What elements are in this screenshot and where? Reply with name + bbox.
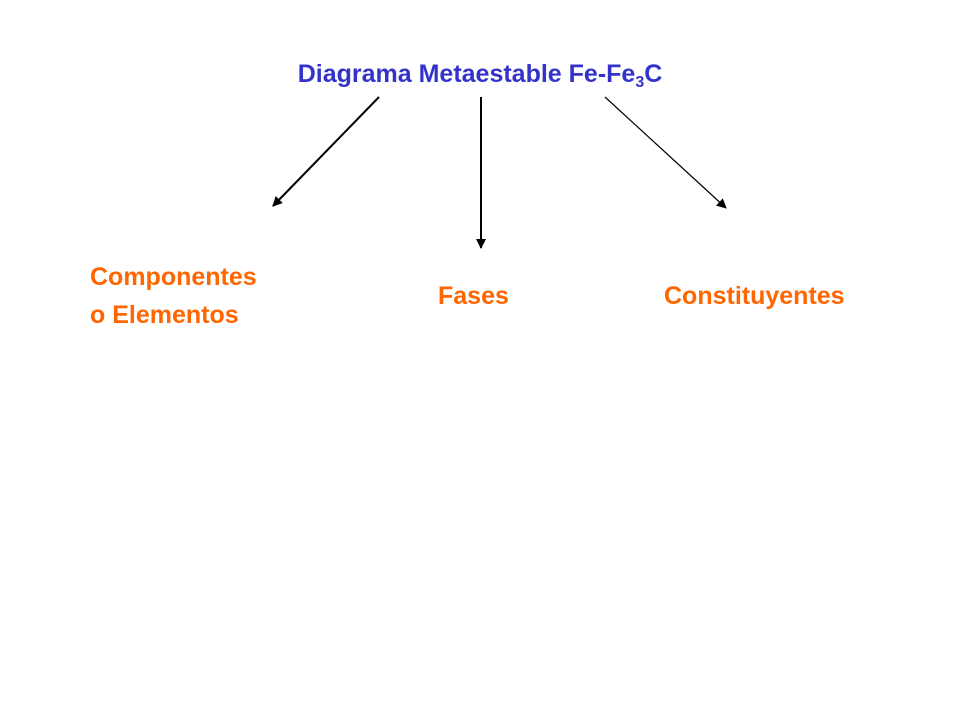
node-constituents-label: Constituyentes (664, 282, 845, 310)
arrow-to-constituents (604, 96, 727, 209)
title-suffix: C (644, 60, 663, 88)
node-components: Componentes o Elementos (90, 258, 257, 334)
title-subscript: 3 (635, 74, 645, 91)
diagram-title: Diagrama Metaestable Fe-Fe3C (0, 54, 960, 98)
node-constituents: Constituyentes (664, 277, 845, 315)
node-components-line1: Componentes (90, 263, 257, 291)
node-phases-label: Fases (438, 282, 509, 310)
arrow-to-components (272, 96, 380, 207)
node-components-line2: o Elementos (90, 301, 239, 329)
title-prefix: Diagrama Metaestable Fe-Fe (297, 60, 636, 88)
node-phases: Fases (438, 277, 509, 315)
